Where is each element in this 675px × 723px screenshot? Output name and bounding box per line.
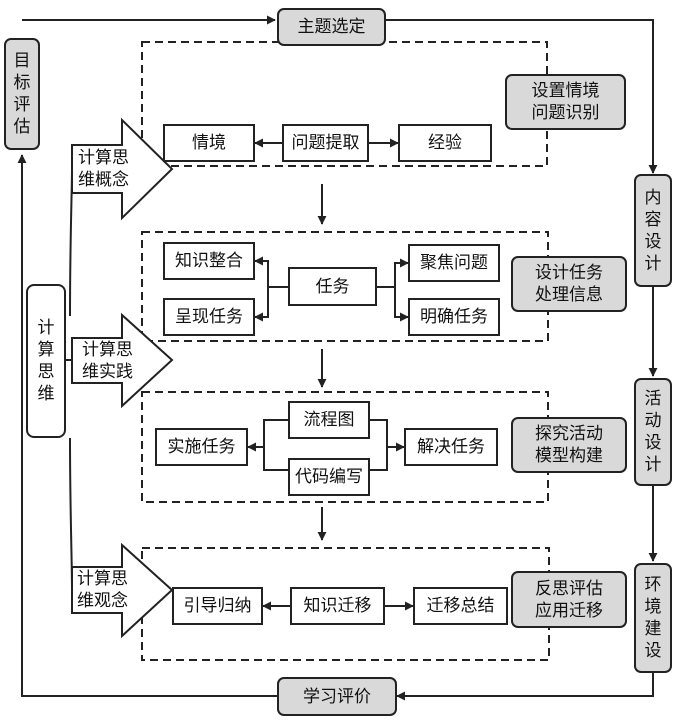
node-focus-question: 聚焦问题 (408, 244, 500, 282)
activity-design-box: 活 动 设 计 (634, 378, 672, 486)
arrow-to-knowledge-integration (254, 256, 288, 288)
arrow-shape-practice (71, 312, 174, 409)
node-knowledge-integration: 知识整合 (163, 242, 255, 280)
node-solve-task: 解决任务 (404, 428, 498, 466)
node-problem-extraction: 问题提取 (282, 124, 369, 162)
arrow-label-practice: 计算思 维实践 (82, 340, 133, 382)
goal-evaluation-box: 目 标 评 估 (4, 38, 40, 150)
arrow-to-clarify-task (394, 287, 409, 322)
learning-evaluation-box: 学习评价 (277, 677, 397, 716)
node-present-task: 呈现任务 (163, 298, 255, 336)
node-experience: 经验 (398, 124, 492, 162)
section-tag-2: 设计任务 处理信息 (511, 256, 627, 312)
loop-bottom-right (396, 673, 654, 701)
environment-construction-box: 环 境 建 设 (634, 563, 672, 673)
content-design-box: 内 容 设 计 (634, 174, 672, 287)
node-knowledge-transfer: 知识迁移 (290, 587, 385, 625)
computational-thinking-core: 计 算 思 维 (26, 284, 66, 438)
section-tag-3: 探究活动 模型构建 (511, 417, 627, 473)
arrow-to-focus-question (377, 258, 409, 288)
section-tag-4: 反思评估 应用迁移 (511, 571, 627, 628)
node-task: 任务 (288, 267, 377, 306)
arrow-label-concept: 计算思 维概念 (78, 148, 129, 190)
arrow-shape-idea (71, 542, 174, 639)
arrow-label-idea: 计算思 维观念 (77, 569, 128, 611)
node-flowchart: 流程图 (288, 401, 370, 439)
bracket-right (370, 419, 388, 471)
arrow-shape-concept (71, 117, 174, 221)
curve-to-concept (69, 168, 73, 317)
arrow-to-present-task (254, 287, 269, 322)
curve-to-idea (69, 437, 73, 591)
node-situation: 情境 (163, 124, 255, 162)
loop-bottom-left (17, 154, 277, 697)
node-code-writing: 代码编写 (288, 458, 370, 496)
loop-top-right (386, 19, 658, 174)
node-guide-induction: 引导归纳 (172, 587, 263, 625)
section-tag-1: 设置情境 问题识别 (505, 74, 626, 130)
node-clarify-task: 明确任务 (408, 298, 500, 336)
topic-selection-box: 主题选定 (277, 8, 386, 46)
node-implement-task: 实施任务 (155, 428, 248, 466)
bracket-left (263, 419, 288, 471)
node-transfer-summary: 迁移总结 (413, 587, 508, 625)
